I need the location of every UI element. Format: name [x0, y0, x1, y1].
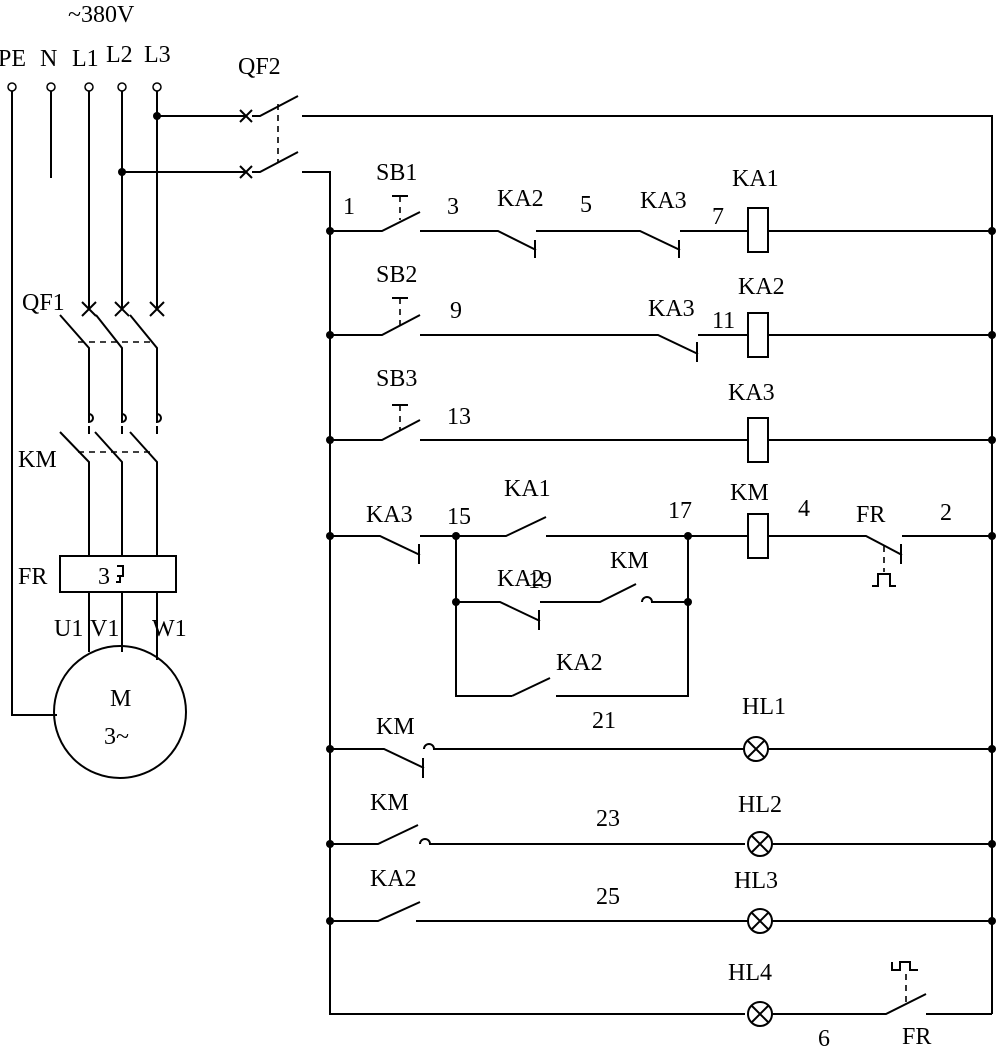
ka3-nc-label-r1: KA3	[640, 188, 687, 214]
rung-7: KA2 25 HL3	[330, 866, 992, 934]
rung-1: 1 SB1 3 KA2 5 KA3 7 KA1	[330, 160, 992, 258]
sb2-label: SB2	[376, 262, 417, 288]
terminal-u1: U1	[54, 616, 83, 642]
qf2-breaker: QF2	[238, 54, 993, 1015]
km-no-label-r6: KM	[370, 790, 409, 816]
node-13: 13	[447, 404, 471, 430]
fr-main-label: FR	[18, 564, 47, 590]
ka1-coil-label: KA1	[732, 166, 779, 192]
rung-3: SB3 13 KA3	[330, 366, 992, 463]
km-main-contacts: KM	[18, 431, 158, 556]
ka2-no-label-r7: KA2	[370, 866, 417, 892]
line-label-l3: L3	[144, 42, 171, 68]
hl1-label: HL1	[742, 694, 786, 720]
line-label-l1: L1	[72, 46, 99, 72]
fr-overload-relay: FR 3	[18, 555, 177, 593]
node-25: 25	[596, 884, 620, 910]
km-nc-label-r5: KM	[376, 714, 415, 740]
km-coil-label: KM	[730, 480, 769, 506]
sb3-label: SB3	[376, 366, 417, 392]
hl1-lamp	[743, 736, 769, 762]
qf2-supply-taps	[118, 112, 246, 176]
ka2-no-label-r4: KA2	[556, 650, 603, 676]
node-23: 23	[596, 806, 620, 832]
rung-2: SB2 9 KA3 11 KA2	[330, 262, 992, 362]
fr-poles-label: 3	[98, 564, 110, 590]
hl3-lamp	[747, 908, 773, 934]
hl3-label: HL3	[734, 868, 778, 894]
rung-5: KM HL1	[330, 694, 992, 778]
ka3-nc-label-r2: KA3	[648, 296, 695, 322]
node-5: 5	[580, 192, 592, 218]
power-lines-upper	[88, 91, 158, 308]
node-19: 19	[528, 568, 552, 594]
hl2-lamp	[747, 831, 773, 857]
motor: M 3~	[53, 645, 187, 779]
supply-voltage-label: ~380V	[68, 2, 135, 28]
node-6: 6	[818, 1026, 830, 1049]
node-15: 15	[447, 504, 471, 530]
node-9: 9	[450, 298, 462, 324]
node-17: 17	[668, 498, 692, 524]
node-2: 2	[940, 500, 952, 526]
terminal-v1: V1	[90, 616, 119, 642]
motor-phases: 3~	[104, 724, 129, 750]
ka2-nc-label-r1: KA2	[497, 186, 544, 212]
node-7: 7	[712, 204, 724, 230]
qf1-label: QF1	[22, 290, 65, 316]
line-label-l2: L2	[106, 42, 133, 68]
fr-nc-label-r8: FR	[902, 1024, 931, 1049]
line-label-pe: PE	[0, 46, 26, 72]
qf1-breaker: QF1	[22, 290, 165, 434]
motor-name: M	[110, 686, 131, 712]
node-21: 21	[592, 708, 616, 734]
sb1-label: SB1	[376, 160, 417, 186]
node-4: 4	[798, 496, 810, 522]
node-11: 11	[712, 308, 735, 334]
fr-nc-label-r4: FR	[856, 502, 885, 528]
rung-4: KA3 15 KA1 17 KM 4 FR 2 KA2 19 KM KA2 21	[330, 476, 992, 734]
km-no-label-r4: KM	[610, 548, 649, 574]
rung-6: KM 23 HL2	[330, 790, 992, 857]
supply-terminals	[7, 82, 162, 92]
qf2-label: QF2	[238, 54, 281, 80]
ka2-coil-label: KA2	[738, 274, 785, 300]
hl4-lamp	[747, 1001, 773, 1027]
ka3-nc-label-r4: KA3	[366, 502, 413, 528]
motor-leads	[88, 592, 158, 660]
line-label-n: N	[40, 46, 57, 72]
km-main-label: KM	[18, 447, 57, 473]
node-1: 1	[343, 194, 355, 220]
rung-8: HL4 FR 6	[728, 960, 992, 1049]
ka3-coil-label: KA3	[728, 380, 775, 406]
node-3: 3	[447, 194, 459, 220]
ka1-no-label: KA1	[504, 476, 551, 502]
terminal-w1: W1	[152, 616, 187, 642]
pe-conductor	[11, 91, 57, 716]
hl4-label: HL4	[728, 960, 772, 986]
ka2-nc-label-r4: KA2	[497, 566, 544, 592]
hl2-label: HL2	[738, 792, 782, 818]
